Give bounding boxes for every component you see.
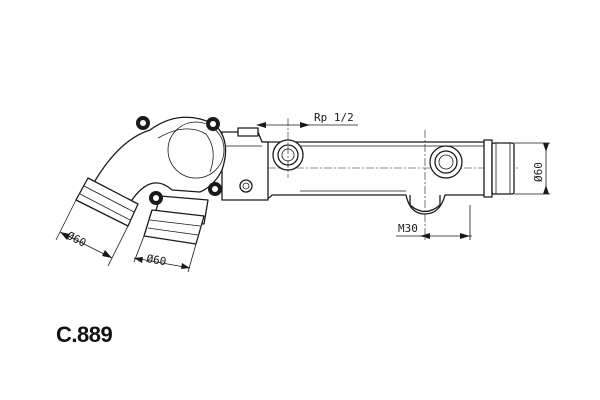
lower-inlet-pipe — [143, 195, 209, 245]
dim-label-pipe-end: Ø60 — [532, 162, 545, 182]
port-boss-right — [429, 145, 463, 179]
fixing-bolts — [136, 116, 222, 205]
dim-label-m30: M30 — [398, 222, 418, 235]
pipe-end-collar — [483, 139, 515, 198]
dim-inlet-2: Ø60 — [133, 235, 197, 273]
part-number-label: C.889 — [56, 322, 113, 347]
dim-label-inlet-1: Ø60 — [65, 229, 89, 250]
dim-label-rp: Rp 1/2 — [314, 111, 354, 124]
outlet-spigot — [409, 130, 441, 240]
dim-inlet-1: Ø60 — [55, 199, 129, 267]
dim-pipe-end: Ø60 — [514, 142, 550, 195]
housing-block — [221, 127, 269, 201]
dim-m30: M30 — [396, 205, 472, 240]
dim-label-inlet-2: Ø60 — [145, 252, 167, 268]
dim-rp-port: Rp 1/2 — [256, 111, 358, 128]
threaded-port-rp — [272, 118, 304, 178]
